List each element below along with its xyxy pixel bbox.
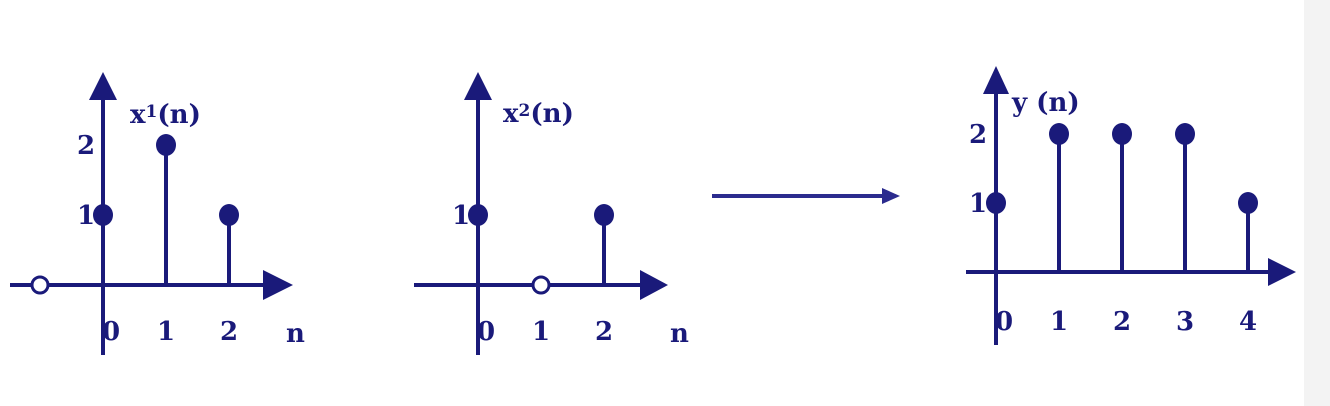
stem-point xyxy=(93,204,113,226)
x-tick-label: 0 xyxy=(102,317,120,347)
stem-point xyxy=(468,204,488,226)
y-tick-label: 1 xyxy=(452,201,470,231)
title-base: x xyxy=(130,100,146,130)
x-tick-label: 3 xyxy=(1176,307,1194,337)
x-axis-label: n xyxy=(670,319,689,349)
chart-title: y (n) xyxy=(1011,88,1080,118)
x-tick-label: 2 xyxy=(220,317,238,347)
stem-point xyxy=(986,192,1006,214)
title-tail: (n) xyxy=(1027,88,1080,118)
x-tick-label: 4 xyxy=(1239,307,1257,337)
transform-arrow xyxy=(712,188,900,204)
title-sub: 1 xyxy=(146,102,158,122)
x-tick-label: 0 xyxy=(995,307,1013,337)
title-tail: (n) xyxy=(157,100,201,130)
title-sub: 2 xyxy=(519,101,531,121)
y-tick-label: 1 xyxy=(969,189,987,219)
chart-title: x1(n) xyxy=(130,100,201,130)
y-tick-label: 2 xyxy=(77,131,95,161)
x-axis-arrow xyxy=(1268,258,1296,286)
open-point xyxy=(30,275,50,295)
stem-point xyxy=(1238,192,1258,214)
right-edge-strip xyxy=(1304,0,1330,406)
x-tick-label: 2 xyxy=(1113,307,1131,337)
y-axis-arrow xyxy=(89,72,117,100)
stem-point xyxy=(1175,123,1195,145)
stem-point xyxy=(1112,123,1132,145)
title-tail: (n) xyxy=(530,99,574,129)
title-base: x xyxy=(503,99,519,129)
y-tick-label: 2 xyxy=(969,120,987,150)
x-axis-arrow xyxy=(640,270,668,300)
y-axis-arrow xyxy=(983,66,1009,94)
y-axis-arrow xyxy=(464,72,492,100)
stem-point xyxy=(1049,123,1069,145)
stem-point xyxy=(156,134,176,156)
x-tick-label: 0 xyxy=(477,317,495,347)
stem-point xyxy=(219,204,239,226)
y-tick-label: 1 xyxy=(77,201,95,231)
x-tick-label: 1 xyxy=(157,317,175,347)
open-point xyxy=(531,275,551,295)
x-tick-label: 1 xyxy=(532,317,550,347)
chart-title: x2(n) xyxy=(503,99,574,129)
x-axis-arrow xyxy=(263,270,293,300)
x-tick-label: 1 xyxy=(1050,307,1068,337)
plot-y: y (n) 0 1 2 3 4 1 2 xyxy=(966,66,1296,345)
stem-point xyxy=(594,204,614,226)
title-base: y xyxy=(1011,88,1028,118)
x-tick-label: 2 xyxy=(595,317,613,347)
x-axis-label: n xyxy=(286,319,305,349)
